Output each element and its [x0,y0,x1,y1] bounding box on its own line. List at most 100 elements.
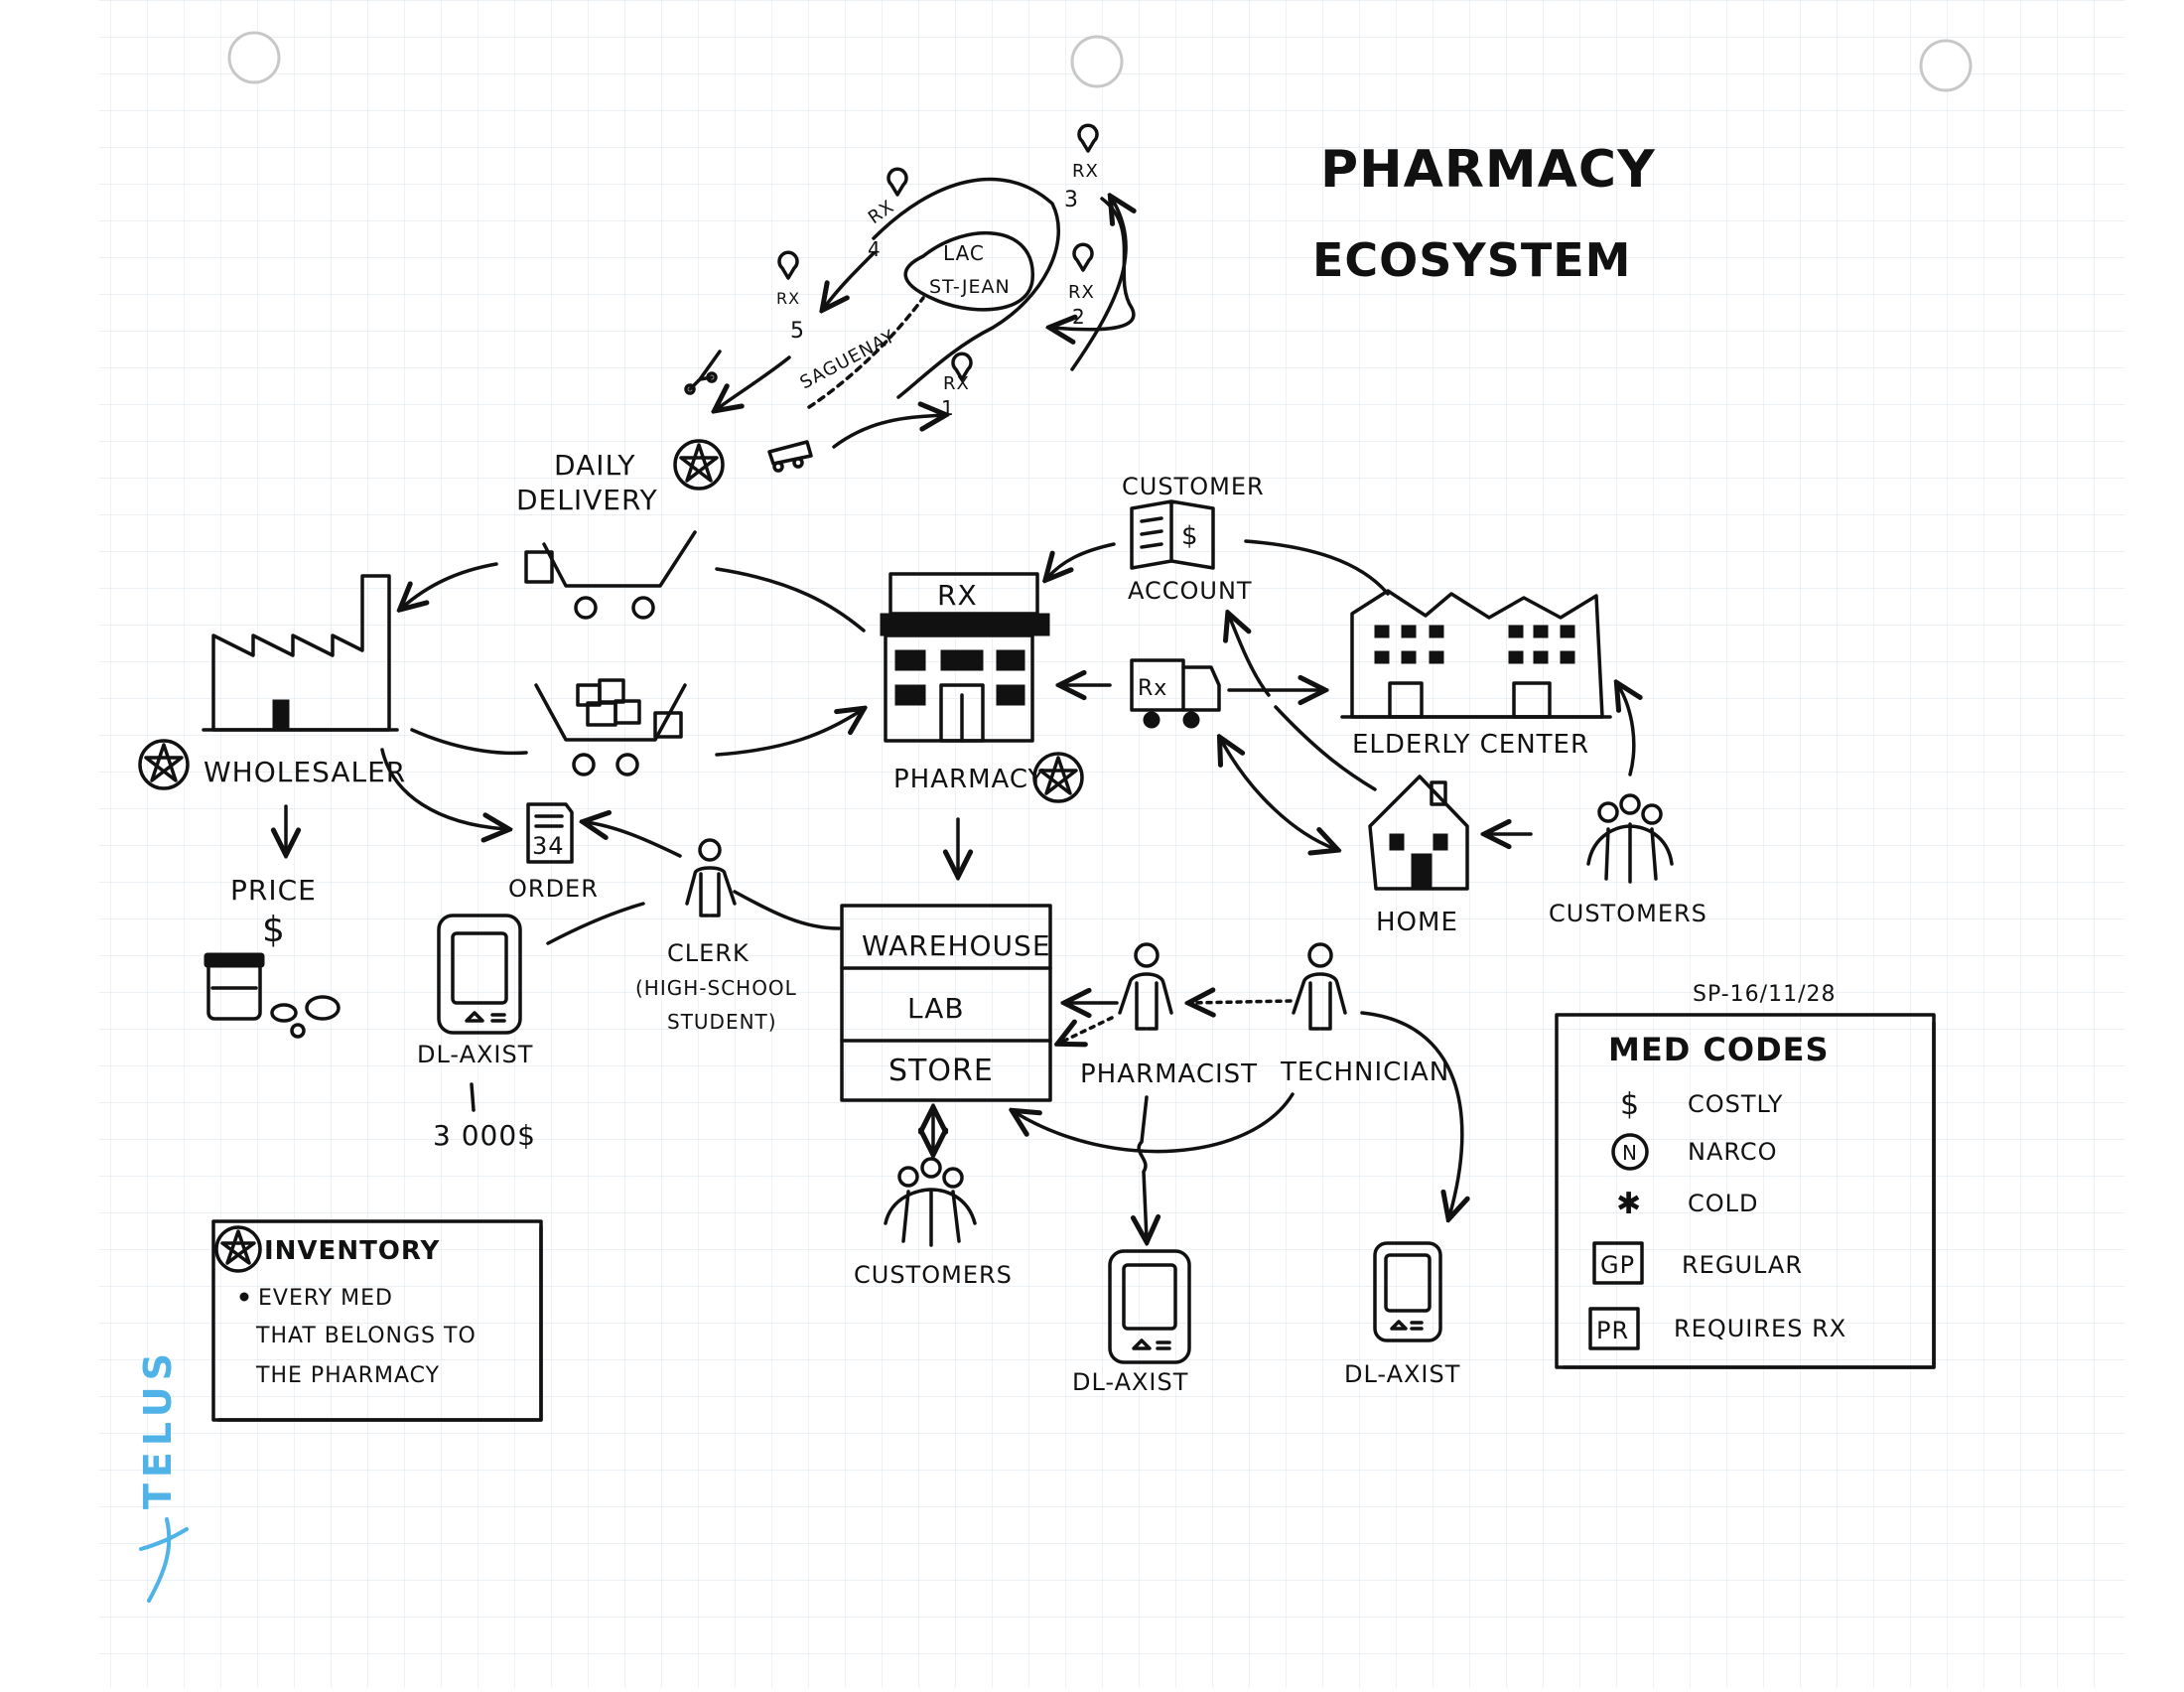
med-code-label: COLD [1688,1190,1759,1217]
med-code-cold: ✱ COLD [1616,1187,1759,1221]
dl-axist-mid: DL-AXIST [1072,1249,1191,1396]
price: PRICE $ [204,874,341,1039]
inventory-line3: THE PHARMACY [255,1363,440,1388]
binder-hole-center [1070,35,1124,88]
gp-symbol: GP [1600,1251,1635,1279]
dl-axist-left: DL-AXIST 3 000$ [417,914,535,1152]
line-pharmacy-to-cart [715,567,866,633]
pharmacy-label: PHARMACY [893,765,1044,794]
binder-hole-right [1919,39,1973,92]
med-code-label: REQUIRES RX [1674,1315,1846,1342]
order-number: 34 [532,832,565,860]
title-line1: PHARMACY [1320,140,1656,200]
account-dollar-icon: $ [1181,521,1199,551]
daily-delivery-line1: DAILY [554,449,635,482]
customer-account-line2: ACCOUNT [1128,577,1253,605]
handheld-scanner-icon [1373,1241,1442,1342]
arrow-technician-to-scanner [1360,1011,1462,1216]
med-code-regular: GP REGULAR [1592,1241,1802,1285]
arrow-cart-to-wholesaler [402,562,498,608]
line-truck-to-home [1274,705,1377,791]
package-icon [653,711,683,739]
delivery-cart-lower [534,678,687,776]
truck-label: Rx [1138,676,1167,701]
package-icon [614,699,641,725]
arrow-wholesaler-to-order [380,748,506,829]
customers-right-label: CUSTOMERS [1549,900,1707,927]
person-icon [1292,942,1347,1031]
home-label: HOME [1376,908,1458,937]
rx-stop-3: RX 3 [1064,123,1099,212]
order-form-icon [526,802,574,864]
handheld-scanner-icon [437,914,522,1035]
delivery-van-icon [767,440,813,473]
med-codes-legend: SP-16/11/28 MED CODES $ COSTLY N NARCO ✱… [1555,982,1936,1369]
cart-icon [542,530,697,588]
line-scanner-to-clerk [546,902,645,945]
customers-bottom: CUSTOMERS [854,1157,1012,1289]
daily-delivery: DAILY DELIVERY [516,439,725,516]
map-pin-icon [951,352,973,381]
dollar-icon: $ [1620,1087,1640,1122]
pharmacy: RX PHARMACY [880,572,1084,803]
telus-critter-icon [139,1517,189,1603]
arrow-account-to-pharmacy [1047,542,1116,578]
gp-box-icon [1592,1241,1644,1285]
route-arrow-to-stop-2 [1052,197,1136,330]
stop-code: RX [1072,161,1099,182]
package-icon [524,550,554,584]
region-label-line2: ST-JEAN [929,276,1011,298]
stop-number: 5 [790,319,805,344]
stop-number: 2 [1072,305,1086,329]
factory-door [272,699,290,731]
window-row [1374,625,1575,664]
stop-number: 1 [941,396,955,420]
sketch-stamp: SP-16/11/28 [1693,982,1837,1007]
elderly-center-label: ELDERLY CENTER [1352,730,1589,760]
house-icon [1368,775,1469,891]
map-pin-icon [1072,242,1094,272]
arrow-customers-to-elderly [1618,685,1634,776]
customer-account-line1: CUSTOMER [1122,473,1265,500]
inventory-star-icon [673,439,725,491]
person-icon [685,838,737,917]
pill-bottle-icon [204,952,265,1021]
saguenay-river-line [807,296,925,409]
med-code-narco: N NARCO [1611,1133,1777,1171]
flow-arrows [286,539,1634,1239]
technician-label: TECHNICIAN [1280,1058,1449,1087]
order-label: ORDER [508,875,599,903]
inventory-star-icon [214,1225,262,1273]
handheld-scanner-icon [1108,1249,1191,1364]
daily-delivery-line2: DELIVERY [516,484,658,516]
title-line2: ECOSYSTEM [1312,233,1631,287]
wholesaler: WHOLESALER [138,574,405,790]
line-elderly-to-account [1244,539,1390,596]
people-group-icon [884,1157,977,1247]
region-label-line1: LAC [943,241,985,265]
inventory-star-icon [1032,752,1084,803]
med-codes-title: MED CODES [1608,1031,1830,1068]
order: 34 ORDER [508,802,599,903]
clerk-label-line3: STUDENT) [667,1010,777,1034]
stop-code: RX [1068,282,1095,303]
account-book-icon [1130,499,1215,570]
grid-paper [99,0,2124,1688]
arrow-clerk-to-order [586,822,682,858]
route-loop-outer [872,177,1060,399]
line-clerk-to-warehouse [733,890,841,930]
price-dollar-icon: $ [262,910,286,950]
customers-right: CUSTOMERS [1549,793,1707,927]
delivery-cart-upper [524,530,697,620]
arrow-technician-to-store [1015,1092,1295,1154]
telus-wordmark: TELUS [136,1347,180,1509]
rx-delivery-truck: Rx [1130,658,1221,729]
truck-icon [1130,658,1185,712]
pills-icon [270,995,341,1039]
box-shadow [216,1225,543,1422]
route-arrow-to-stop-5 [824,251,876,308]
dl-axist-mid-label: DL-AXIST [1072,1368,1188,1396]
dotted-arrow-pharmacist-to-store [1060,1016,1114,1043]
